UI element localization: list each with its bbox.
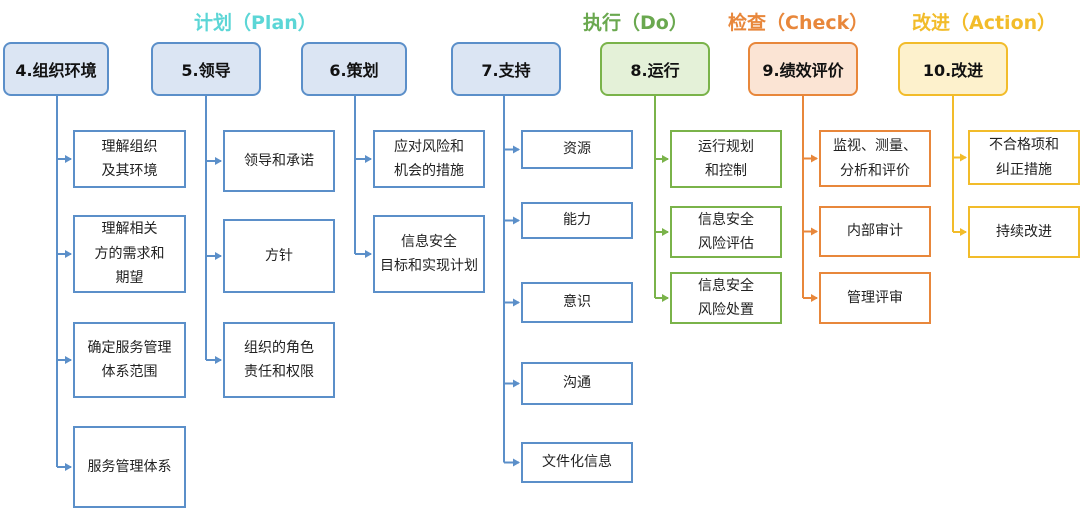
arrow-head: [65, 356, 72, 364]
item-label: 运行规划 和控制: [698, 138, 754, 180]
item-label: 领导和承诺: [244, 152, 314, 169]
clause-7-item-3: 意识: [521, 282, 633, 323]
phase-do-label: 执行（Do）: [583, 12, 688, 34]
arrow-head: [662, 228, 669, 236]
clause-10-item-2: 持续改进: [968, 206, 1080, 258]
clause-4-item-4: 服务管理体系: [73, 426, 186, 508]
item-label: 内部审计: [847, 223, 903, 240]
arrow-head: [811, 154, 818, 163]
clause-9-item-1: 监视、测量、 分析和评价: [819, 130, 931, 187]
clause-7-item-4: 沟通: [521, 362, 633, 405]
item-label: 意识: [563, 294, 591, 311]
arrow-head: [513, 379, 520, 388]
arrow-head: [513, 216, 520, 225]
arrow-head: [960, 228, 967, 236]
item-label: 监视、测量、 分析和评价: [833, 138, 917, 179]
clause-4-item-1: 理解组织 及其环境: [73, 130, 186, 188]
clause-8-item-3: 信息安全 风险处置: [670, 272, 782, 324]
item-label: 资源: [563, 141, 591, 158]
item-label: 能力: [563, 212, 591, 229]
item-label: 服务管理体系: [87, 458, 172, 475]
clause-4-item-2: 理解相关 方的需求和 期望: [73, 215, 186, 293]
clause-8-item-1: 运行规划 和控制: [670, 130, 782, 188]
clause-8-item-2: 信息安全 风险评估: [670, 206, 782, 258]
clause-header-10: 10.改进: [898, 42, 1008, 96]
clause-10-item-1: 不合格项和 纠正措施: [968, 130, 1080, 185]
item-label: 不合格项和 纠正措施: [989, 137, 1059, 178]
clause-7-item-5: 文件化信息: [521, 442, 633, 483]
clause-5-item-1: 领导和承诺: [223, 130, 335, 192]
clause-header-6: 6.策划: [301, 42, 407, 96]
clause-7-item-2: 能力: [521, 202, 633, 239]
item-label: 持续改进: [996, 223, 1052, 240]
arrow-head: [960, 153, 967, 162]
item-label: 信息安全 目标和实现计划: [380, 233, 478, 275]
clause-6-item-2: 信息安全 目标和实现计划: [373, 215, 485, 293]
item-label: 应对风险和 机会的措施: [394, 138, 464, 180]
phase-action-label: 改进（Action）: [912, 12, 1057, 34]
item-label: 方针: [265, 247, 293, 264]
arrow-head: [513, 298, 520, 307]
clause-5-item-3: 组织的角色 责任和权限: [223, 322, 335, 398]
arrow-head: [662, 294, 669, 302]
clause-header-7: 7.支持: [451, 42, 561, 96]
clause-header-5: 5.领导: [151, 42, 261, 96]
phase-plan-label: 计划（Plan）: [194, 12, 317, 34]
arrow-head: [65, 155, 72, 163]
phase-check-label: 检查（Check）: [728, 12, 869, 34]
item-label: 沟通: [563, 375, 591, 392]
item-label: 信息安全 风险评估: [698, 211, 754, 253]
item-label: 确定服务管理 体系范围: [87, 339, 172, 381]
item-label: 文件化信息: [542, 454, 612, 471]
item-label: 理解组织 及其环境: [101, 138, 158, 180]
clause-header-9: 9.绩效评价: [748, 42, 858, 96]
arrow-head: [215, 157, 222, 165]
clause-9-item-3: 管理评审: [819, 272, 931, 324]
item-label: 管理评审: [847, 289, 903, 306]
clause-7-item-1: 资源: [521, 130, 633, 169]
arrow-head: [662, 155, 669, 163]
arrow-head: [513, 145, 520, 154]
arrow-head: [215, 356, 222, 364]
item-label: 信息安全 风险处置: [698, 277, 754, 319]
arrow-head: [365, 250, 372, 258]
clause-header-8: 8.运行: [600, 42, 710, 96]
arrow-head: [65, 463, 72, 471]
arrow-head: [811, 227, 818, 236]
clause-header-4: 4.组织环境: [3, 42, 109, 96]
arrow-head: [811, 294, 818, 302]
arrow-head: [513, 458, 520, 467]
item-label: 组织的角色 责任和权限: [244, 339, 314, 381]
arrow-head: [215, 252, 222, 260]
clause-4-item-3: 确定服务管理 体系范围: [73, 322, 186, 398]
arrow-head: [65, 250, 72, 258]
arrow-head: [365, 155, 372, 163]
clause-6-item-1: 应对风险和 机会的措施: [373, 130, 485, 188]
clause-5-item-2: 方针: [223, 219, 335, 293]
item-label: 理解相关 方的需求和 期望: [94, 221, 165, 287]
clause-9-item-2: 内部审计: [819, 206, 931, 257]
